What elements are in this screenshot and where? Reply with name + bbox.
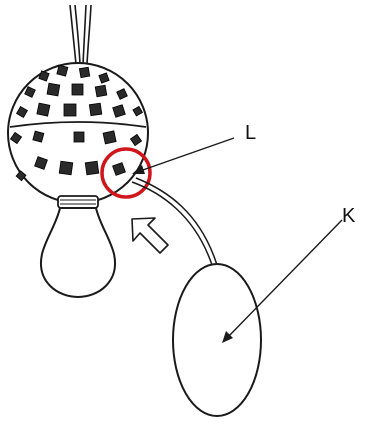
callout-label-k: K bbox=[342, 205, 356, 227]
cable-icon bbox=[69, 4, 92, 65]
ball-fixture-icon bbox=[7, 62, 149, 209]
pendant-cable-icon bbox=[131, 177, 218, 266]
leader-lines bbox=[139, 137, 343, 339]
oval-pendant-icon bbox=[172, 263, 262, 417]
leader-arrowheads bbox=[132, 165, 233, 343]
callout-label-l: L bbox=[245, 122, 256, 144]
arrow-icon bbox=[131, 217, 169, 254]
highlight-circle bbox=[100, 147, 152, 199]
light-bulb-icon bbox=[40, 207, 116, 299]
